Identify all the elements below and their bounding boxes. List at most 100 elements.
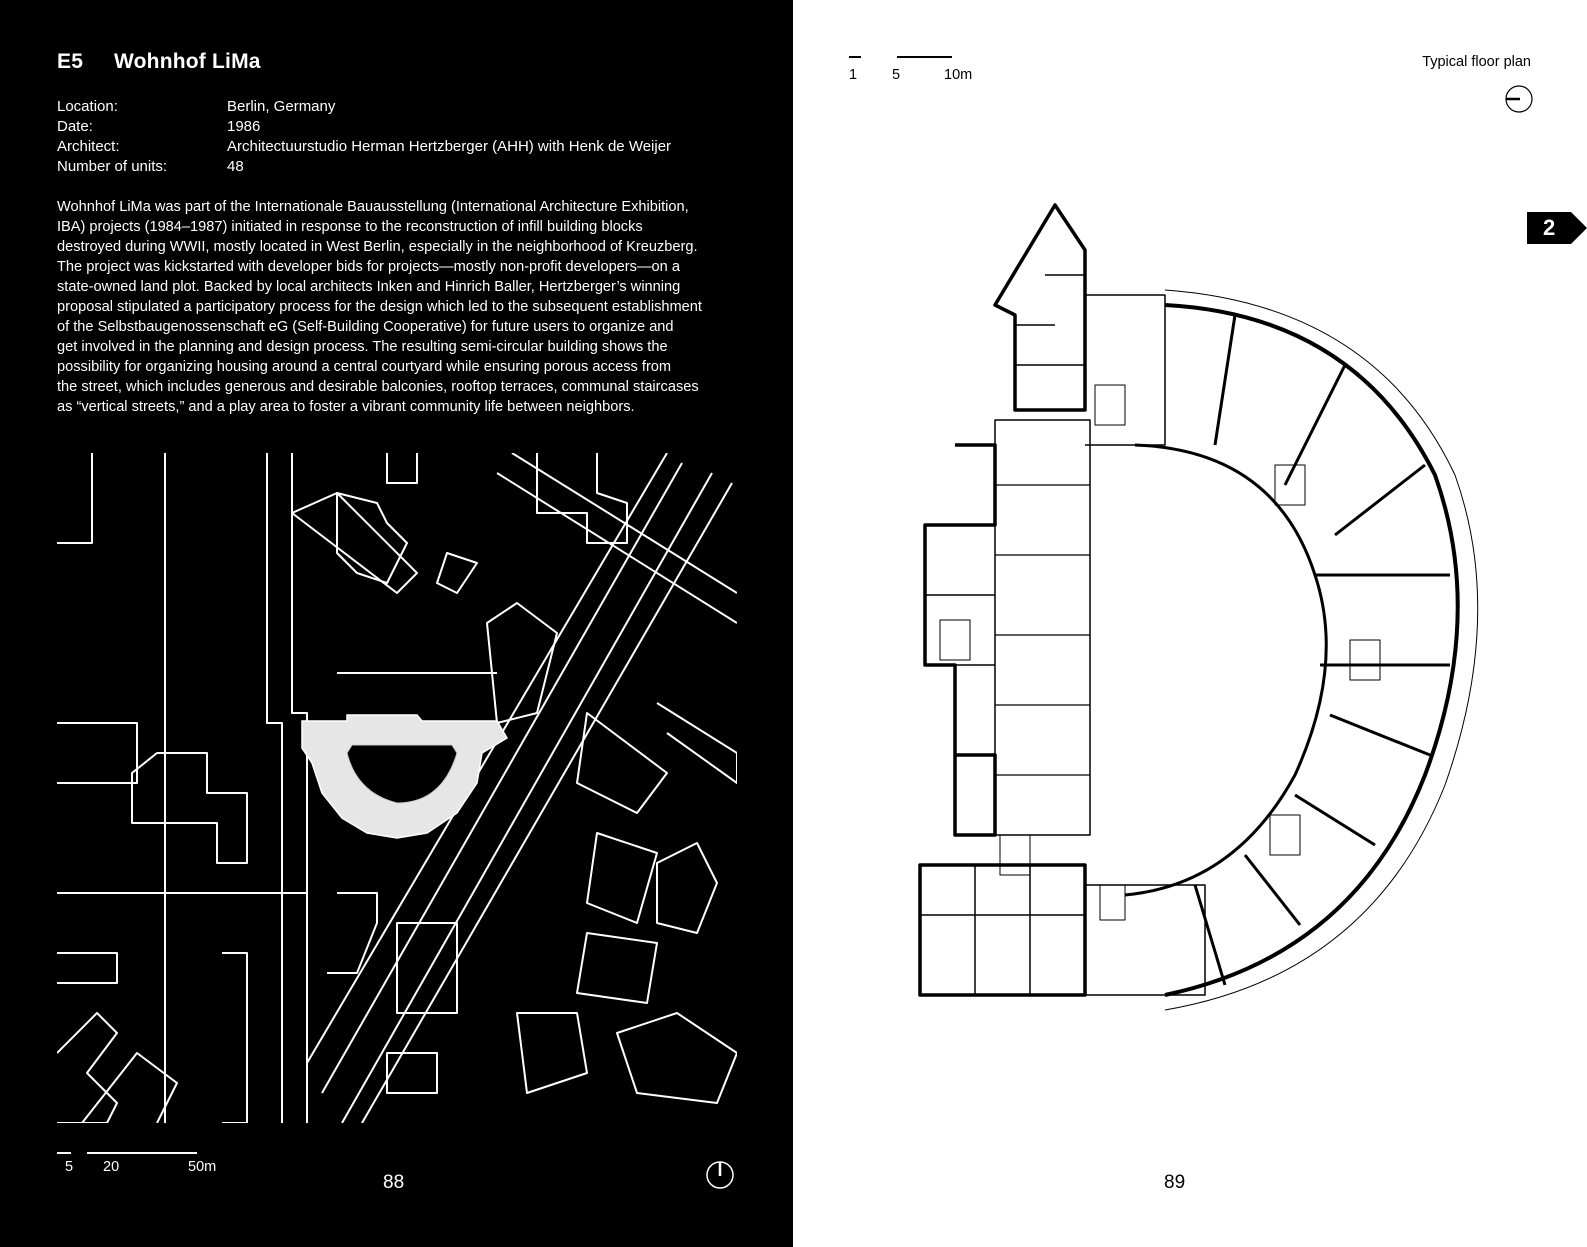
wall <box>925 524 995 756</box>
avenue-edge <box>321 462 683 1094</box>
avenue-edge <box>511 453 737 594</box>
description-line: The project was kickstarted with develop… <box>57 259 680 275</box>
building-outline <box>131 752 248 864</box>
description-line: IBA) projects (1984–1987) initiated in r… <box>57 219 643 235</box>
floor-plan-caption: Typical floor plan <box>1422 54 1531 70</box>
building-outline <box>536 453 628 544</box>
building-outline <box>586 832 658 924</box>
chapter-tab-shape <box>1527 212 1587 244</box>
scale-label: 20 <box>103 1159 120 1175</box>
description-line: state-owned land plot. Backed by local a… <box>57 279 681 295</box>
description-line: of the Selbstbaugenossenschaft eG (Self-… <box>57 319 674 335</box>
floor-plan-drawing <box>918 203 1479 1011</box>
wall <box>918 863 1087 997</box>
page-number-right: 89 <box>1164 1172 1186 1193</box>
building-outline <box>386 453 418 484</box>
right-page: 1 5 10m Typical floor plan 2 <box>793 0 1587 1247</box>
street-edge <box>291 453 308 1123</box>
wall <box>1015 274 1085 366</box>
description-line: proposal stipulated a participatory proc… <box>57 299 702 315</box>
left-page: E5 Wohnhof LiMa Location: Berlin, Germany… <box>0 0 793 1247</box>
street-edge <box>266 453 283 1123</box>
description-line: get involved in the planning and design … <box>57 339 668 355</box>
building-outline <box>327 892 378 974</box>
fact-label: Number of units: <box>57 158 168 175</box>
avenue-edge <box>341 472 713 1123</box>
wall <box>1085 294 1166 446</box>
highlighted-building <box>301 714 509 839</box>
building-outline <box>656 842 718 934</box>
avenue-edge <box>496 472 737 624</box>
wall <box>995 484 1090 776</box>
stair <box>1099 884 1126 921</box>
building-outline <box>516 1012 588 1094</box>
building-outline <box>436 552 478 594</box>
north-arrow-icon <box>1505 85 1533 113</box>
fact-label: Architect: <box>57 138 120 155</box>
building-outline <box>576 712 668 814</box>
fact-value: 1986 <box>227 118 261 135</box>
building-outline <box>57 1012 118 1123</box>
building-outline <box>222 952 248 1123</box>
chapter-tab: 2 <box>1527 212 1587 244</box>
building-outline <box>616 1012 737 1104</box>
scale-label: 50m <box>188 1159 217 1175</box>
project-description: Wohnhof LiMa was part of the Internation… <box>57 197 737 417</box>
building-outline <box>576 932 658 1004</box>
stair <box>1349 639 1381 681</box>
wall <box>993 203 1087 412</box>
fact-row-architect: Architect: Architectuurstudio Herman Her… <box>57 137 671 157</box>
stair <box>1269 814 1301 856</box>
scale-label: 5 <box>65 1159 74 1175</box>
description-line: destroyed during WWII, mostly located in… <box>57 239 698 255</box>
description-line: Wohnhof LiMa was part of the Internation… <box>57 199 689 215</box>
scale-label: 10m <box>944 67 973 83</box>
scale-bar-line <box>849 56 952 58</box>
north-arrow-icon <box>706 1161 734 1189</box>
scale-label: 1 <box>849 67 858 83</box>
stair <box>939 619 971 661</box>
site-scale-bar: 5 20 50m <box>57 1151 217 1181</box>
fact-value: Berlin, Germany <box>227 98 336 115</box>
page-number-left: 88 <box>383 1172 405 1193</box>
stair <box>1274 464 1306 506</box>
building-outline <box>81 1052 178 1123</box>
street-edge <box>57 722 138 784</box>
fact-value: Architectuurstudio Herman Hertzberger (A… <box>227 138 672 155</box>
floor-plan-scale-bar: 1 5 10m <box>849 55 1009 85</box>
entry-title: Wohnhof LiMa <box>114 50 261 73</box>
entry-heading: E5 Wohnhof LiMa <box>57 50 261 74</box>
entry-code: E5 <box>57 50 84 73</box>
fact-row-date: Date: 1986 <box>57 117 671 137</box>
building-outline <box>396 922 458 1014</box>
stair <box>1094 384 1126 426</box>
wall <box>920 865 1085 995</box>
facade-inner <box>1124 443 1328 897</box>
wall <box>923 443 997 837</box>
fact-value: 48 <box>227 158 244 175</box>
fact-row-units: Number of units: 48 <box>57 157 671 177</box>
building-outline <box>656 702 737 784</box>
fact-row-location: Location: Berlin, Germany <box>57 97 671 117</box>
facade-outer <box>1164 303 1460 997</box>
wall <box>994 419 1091 836</box>
fact-label: Date: <box>57 118 93 135</box>
wall <box>1193 314 1450 986</box>
stair <box>999 834 1031 876</box>
building-outline <box>486 602 558 724</box>
avenue-edge <box>306 453 668 1064</box>
building-outline <box>291 492 418 594</box>
wall <box>1085 884 1206 996</box>
scale-label: 5 <box>892 67 901 83</box>
fact-label: Location: <box>57 98 118 115</box>
avenue-edge <box>361 482 733 1123</box>
description-line: the street, which includes generous and … <box>57 379 699 395</box>
description-line: possibility for organizing housing aroun… <box>57 359 672 375</box>
chapter-number: 2 <box>1543 215 1556 240</box>
building-outline <box>336 492 408 584</box>
facade-outer-balcony <box>1164 289 1479 1011</box>
building-outline <box>386 1052 438 1094</box>
site-plan <box>57 453 737 1123</box>
project-facts: Location: Berlin, Germany Date: 1986 Arc… <box>57 97 671 177</box>
